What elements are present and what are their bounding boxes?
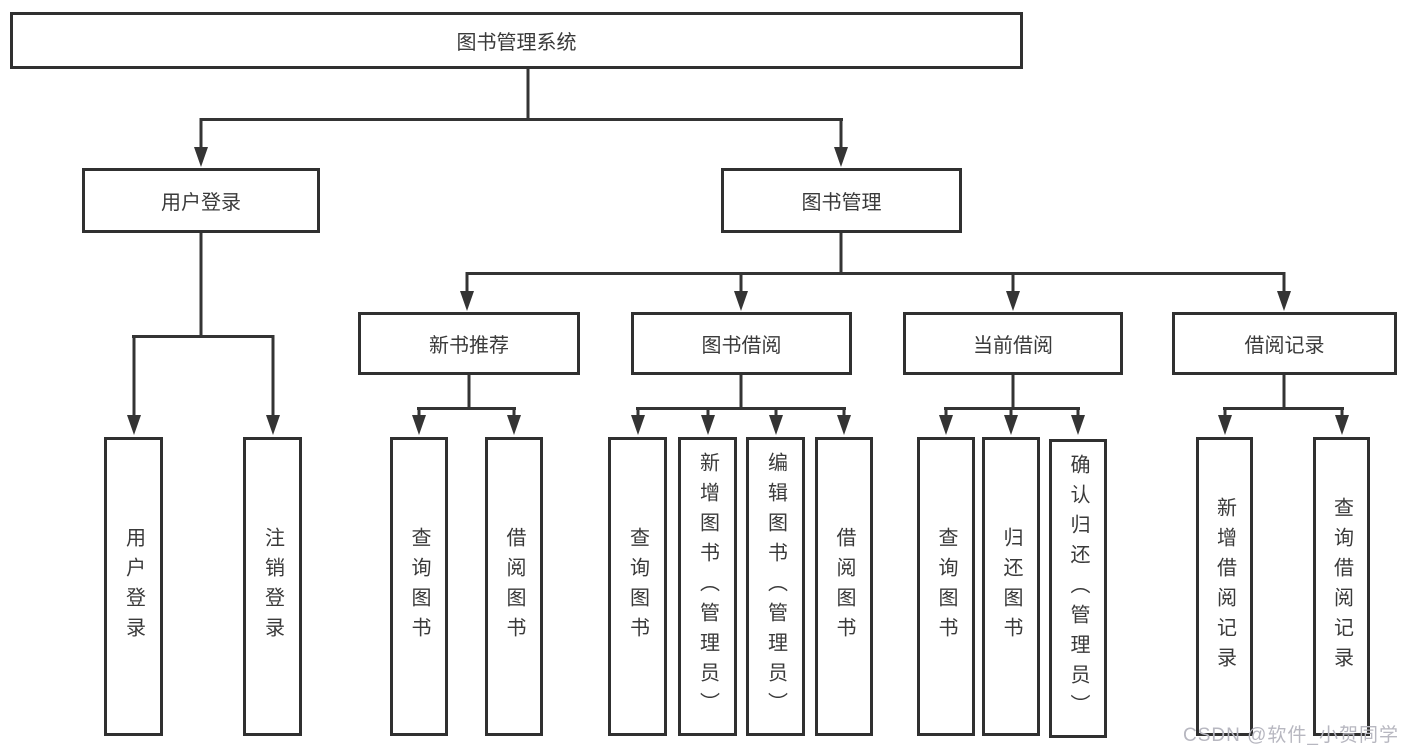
arrowhead-bookborrow-leaf1 — [630, 415, 645, 435]
edge-borrowrecord-bar — [1223, 407, 1344, 410]
edge-bookborrow-leaf3-drop — [774, 407, 777, 418]
arrowhead-currentborrow — [1006, 291, 1020, 311]
node-current-borrow-label: 当前借阅 — [973, 335, 1053, 357]
node-book-borrow: 图书借阅 — [631, 312, 852, 375]
edge-root-stem — [526, 69, 530, 120]
leaf-borrow-edit-label: 编辑图书（管理员） — [764, 451, 787, 722]
node-borrow-records-label: 借阅记录 — [1244, 335, 1325, 357]
arrowhead-currentborrow-leaf1 — [939, 415, 953, 435]
leaf-borrow-borrow: 借阅图书 — [815, 437, 873, 736]
edge-borrowrecord-leaf1-drop — [1223, 407, 1226, 418]
edge-newbook-leaf1-drop — [417, 407, 421, 418]
arrowhead-borrowrecord — [1277, 291, 1291, 311]
leaf-logout: 注销登录 — [243, 437, 302, 736]
arrowhead-currentborrow-leaf3 — [1071, 415, 1085, 435]
edge-borrowrecord-drop — [1282, 272, 1286, 294]
arrowhead-bookborrow-leaf2 — [700, 415, 715, 435]
arrowhead-newbook-leaf2 — [507, 415, 521, 435]
leaf-current-query: 查询图书 — [917, 437, 975, 736]
edge-userlogin-bar — [132, 335, 274, 338]
edge-leaf-userlogin-drop — [132, 335, 135, 417]
edge-newbook-drop — [465, 272, 469, 294]
leaf-borrow-add-label: 新增图书（管理员） — [696, 451, 719, 722]
leaf-current-return: 归还图书 — [982, 437, 1040, 736]
edge-newbook-bar — [417, 407, 516, 410]
edge-userlogin-stem — [199, 233, 203, 337]
leaf-records-query: 查询借阅记录 — [1313, 437, 1370, 736]
edge-currentborrow-drop — [1011, 272, 1015, 294]
leaf-current-return-label: 归还图书 — [1000, 526, 1022, 647]
edge-userlogin-drop — [199, 118, 203, 150]
edge-currentborrow-leaf1-drop — [944, 407, 948, 418]
leaf-newbook-borrow-label: 借阅图书 — [503, 526, 525, 647]
arrowhead-leaf-logout — [265, 415, 280, 435]
node-new-book-recommend: 新书推荐 — [358, 312, 580, 375]
leaf-borrow-query-label: 查询图书 — [626, 526, 649, 647]
edge-bookborrow-leaf4-drop — [842, 407, 846, 418]
node-book-management: 图书管理 — [721, 168, 962, 233]
edge-level3-bar — [466, 272, 1285, 275]
arrowhead-bookborrow-leaf4 — [837, 415, 851, 435]
edge-newbook-stem — [467, 375, 471, 409]
arrowhead-borrowrecord-leaf2 — [1334, 415, 1349, 435]
node-user-login-label: 用户登录 — [161, 192, 241, 214]
watermark: CSDN @软件_小贺同学 — [1183, 725, 1399, 746]
edge-currentborrow-leaf2-drop — [1009, 407, 1013, 418]
edge-level2-bar — [200, 118, 843, 121]
edge-bookmgmt-stem — [839, 233, 843, 274]
node-current-borrow: 当前借阅 — [903, 312, 1123, 375]
edge-newbook-leaf2-drop — [512, 407, 516, 418]
edge-borrowrecord-stem — [1282, 375, 1286, 409]
node-borrow-records: 借阅记录 — [1172, 312, 1397, 375]
leaf-borrow-borrow-label: 借阅图书 — [833, 526, 855, 647]
node-user-login: 用户登录 — [82, 168, 320, 233]
leaf-current-confirm-label: 确认归还（管理员） — [1067, 453, 1089, 724]
edge-currentborrow-stem — [1011, 375, 1015, 409]
edge-borrowrecord-leaf2-drop — [1340, 407, 1343, 418]
leaf-borrow-add: 新增图书（管理员） — [678, 437, 737, 736]
node-new-book-recommend-label: 新书推荐 — [429, 335, 509, 357]
leaf-user-login-label: 用户登录 — [122, 526, 145, 647]
leaf-records-add-label: 新增借阅记录 — [1213, 496, 1236, 677]
leaf-newbook-borrow: 借阅图书 — [485, 437, 543, 736]
node-root: 图书管理系统 — [10, 12, 1023, 69]
leaf-newbook-query-label: 查询图书 — [408, 526, 430, 647]
edge-bookborrow-stem — [739, 375, 743, 409]
node-book-management-label: 图书管理 — [801, 192, 882, 214]
arrowhead-newbook-leaf1 — [412, 415, 426, 435]
arrowhead-bookborrow — [734, 291, 748, 311]
node-root-label: 图书管理系统 — [456, 32, 577, 54]
arrowhead-bookmgmt — [834, 147, 848, 167]
edge-bookborrow-leaf1-drop — [636, 407, 639, 418]
leaf-records-query-label: 查询借阅记录 — [1330, 496, 1353, 677]
leaf-current-confirm: 确认归还（管理员） — [1049, 439, 1107, 738]
edge-bookborrow-leaf2-drop — [706, 407, 709, 418]
node-book-borrow-label: 图书借阅 — [701, 335, 782, 357]
leaf-borrow-edit: 编辑图书（管理员） — [746, 437, 805, 736]
arrowhead-bookborrow-leaf3 — [768, 415, 783, 435]
leaf-logout-label: 注销登录 — [261, 526, 284, 647]
arrowhead-borrowrecord-leaf1 — [1217, 415, 1232, 435]
leaf-newbook-query: 查询图书 — [390, 437, 448, 736]
leaf-current-query-label: 查询图书 — [935, 526, 957, 647]
arrowhead-currentborrow-leaf2 — [1004, 415, 1018, 435]
edge-bookborrow-bar — [636, 407, 846, 410]
leaf-user-login: 用户登录 — [104, 437, 163, 736]
edge-bookborrow-drop — [739, 272, 743, 294]
edge-bookmgmt-drop — [839, 118, 843, 150]
arrowhead-leaf-userlogin — [126, 415, 141, 435]
edge-currentborrow-leaf3-drop — [1076, 407, 1080, 418]
edge-leaf-logout-drop — [271, 335, 274, 417]
leaf-records-add: 新增借阅记录 — [1196, 437, 1253, 736]
arrowhead-newbook — [460, 291, 474, 311]
arrowhead-userlogin — [194, 147, 208, 167]
leaf-borrow-query: 查询图书 — [608, 437, 667, 736]
